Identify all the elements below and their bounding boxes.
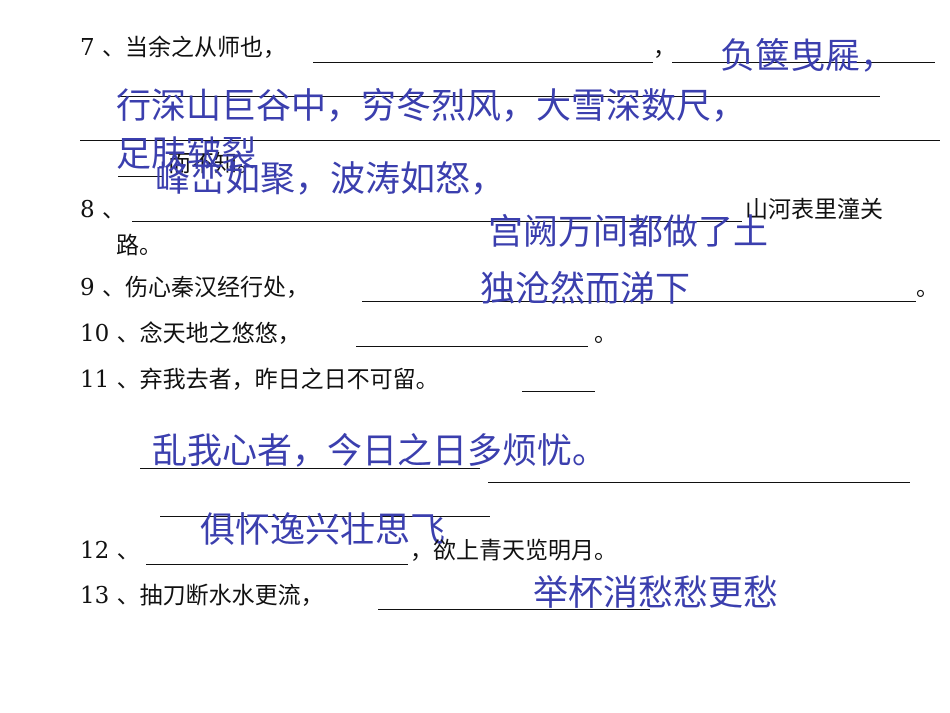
- answer-9: 独沧然而涕下: [480, 270, 691, 310]
- blank-line: [925, 62, 935, 63]
- question-7-comma: ，: [653, 35, 676, 61]
- question-7-tail: 而不知。: [168, 151, 260, 177]
- question-7-prefix: 7 、当余之从师也，: [80, 35, 286, 61]
- blank-line: [118, 96, 880, 97]
- blank-line: [356, 346, 588, 347]
- blank-line: [313, 62, 653, 63]
- question-11-prefix: 11 、弃我去者，昨日之日不可留。: [80, 367, 439, 393]
- answer-8-part-2: 宫阙万间都做了土: [488, 213, 769, 253]
- answer-7-part-3: 足肤皲裂: [116, 135, 257, 175]
- question-8-prefix: 8 、: [80, 197, 125, 223]
- answer-13: 举杯消愁愁更愁: [533, 574, 779, 614]
- question-12-tail: ，欲上青天览明月。: [410, 538, 617, 564]
- blank-line: [488, 482, 910, 483]
- blank-line: [378, 609, 650, 610]
- question-13-prefix: 13 、抽刀断水水更流，: [80, 583, 324, 609]
- answer-11: 乱我心者，今日之日多烦忧。: [152, 432, 608, 472]
- answer-8-part-1: 峰峦如聚，波涛如怒，: [155, 160, 506, 200]
- answer-12: 俱怀逸兴壮思飞: [200, 511, 446, 551]
- blank-line: [672, 62, 930, 63]
- blank-line: [132, 221, 742, 222]
- blank-line: [522, 391, 595, 392]
- blank-line: [118, 176, 163, 177]
- answer-7-part-1: 负箧曳屣，: [720, 37, 896, 77]
- question-8-mid: 山河表里潼关: [745, 197, 883, 223]
- question-9-end: 。: [916, 275, 939, 301]
- question-10-end: 。: [594, 321, 617, 347]
- blank-line: [140, 468, 480, 469]
- blank-line: [160, 516, 490, 517]
- blank-line: [146, 564, 408, 565]
- blank-line: [80, 140, 940, 141]
- question-8-tail: 路。: [116, 233, 162, 259]
- blank-line: [362, 301, 916, 302]
- question-9-prefix: 9 、伤心秦汉经行处，: [80, 275, 309, 301]
- answer-7-part-2: 行深山巨谷中，穷冬烈风，大雪深数尺，: [116, 87, 747, 127]
- question-10-prefix: 10 、念天地之悠悠，: [80, 321, 301, 347]
- question-12-prefix: 12 、: [80, 538, 140, 564]
